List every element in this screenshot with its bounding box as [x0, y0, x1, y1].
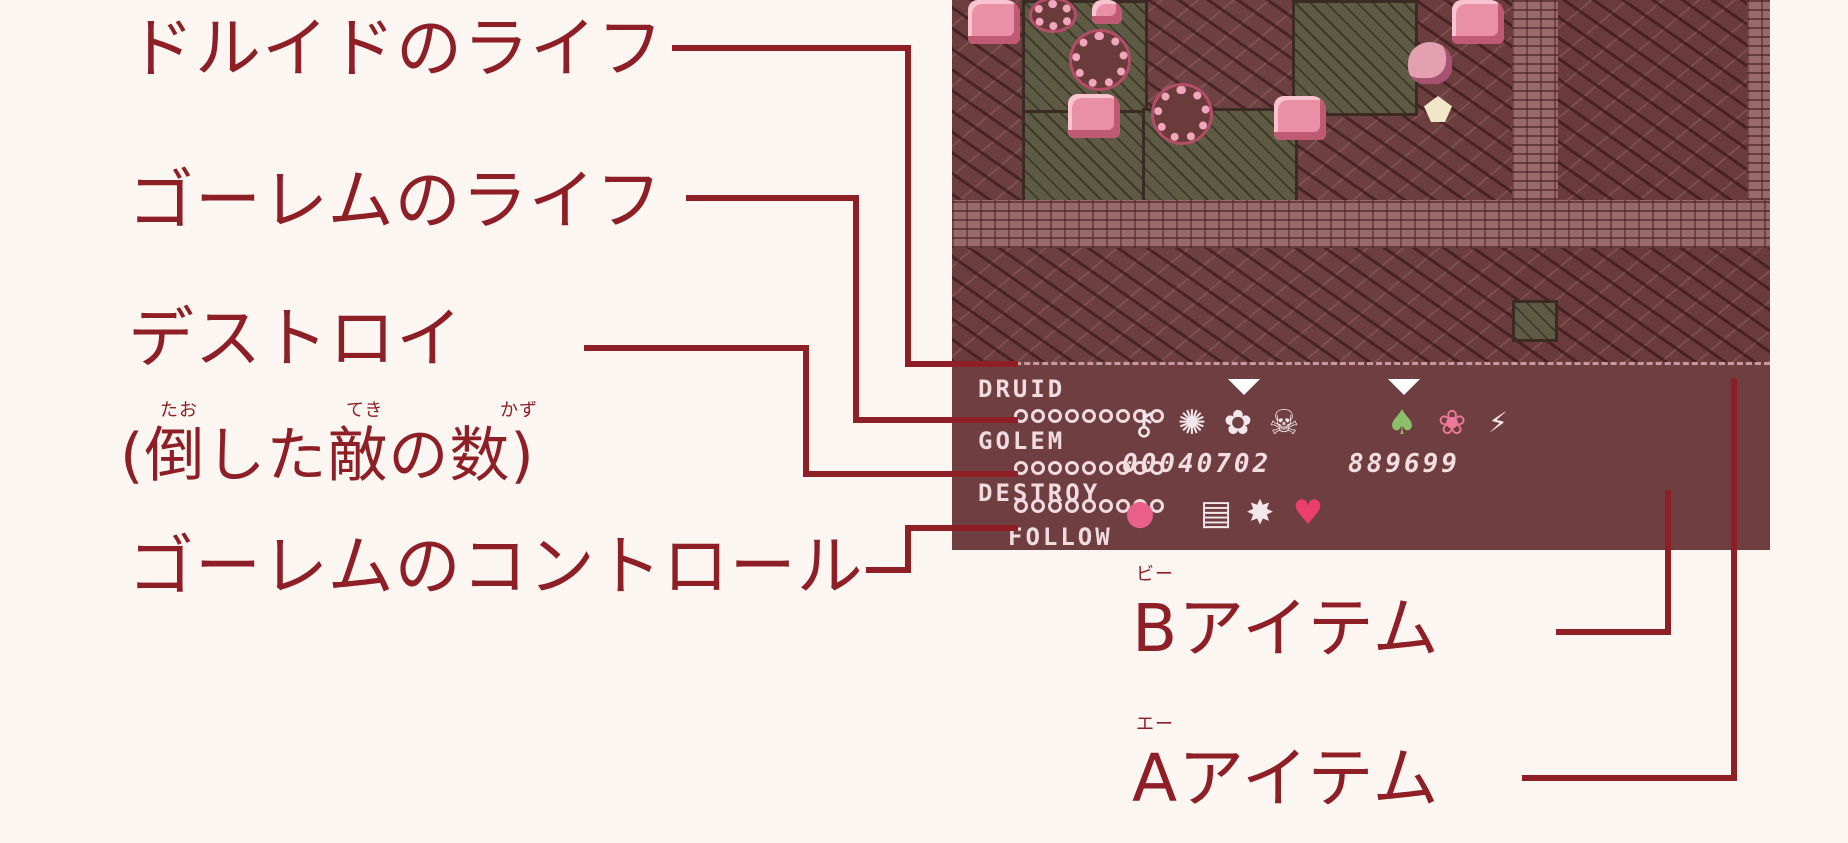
destroy-gauge: [1014, 499, 1164, 513]
gauge-segment: [1014, 461, 1028, 475]
gauge-segment: [1150, 409, 1164, 423]
gauge-segment: [1099, 409, 1113, 423]
gauge-segment: [1031, 499, 1045, 513]
druid-life-callout: ドルイドのライフ: [128, 10, 664, 87]
spark-icon: ✺: [1177, 403, 1207, 443]
gauge-segment: [1082, 409, 1096, 423]
stone-wall: [1747, 0, 1770, 200]
gauge-segment: [1133, 461, 1147, 475]
gauge-segment: [1082, 499, 1096, 513]
gauge-segment: [1150, 461, 1164, 475]
floor-tile: [1512, 300, 1558, 342]
gauge-segment: [1014, 409, 1028, 423]
hud-druid-label: DRUID: [978, 375, 1066, 403]
key-icon: ⚷: [1131, 403, 1157, 443]
hud-golem-label: GOLEM: [978, 427, 1066, 455]
ghost-icon: ✿: [1223, 403, 1253, 443]
pink-block: [1092, 0, 1122, 24]
pink-block: [1452, 0, 1504, 44]
heart-icon: ♥: [1292, 493, 1324, 533]
destroy-note-ruby-tao: たお: [160, 400, 198, 421]
potion-icon: ♠: [1386, 403, 1418, 443]
gauge-segment: [1116, 409, 1130, 423]
pink-block: [1068, 94, 1120, 138]
destroy-count: 00040702: [1122, 449, 1272, 479]
stone-wall: [952, 200, 1770, 248]
gauge-segment: [1133, 409, 1147, 423]
flame-icon: ❀: [1437, 403, 1467, 443]
stone-wall: [1512, 0, 1558, 200]
scroll-icon: ▤: [1199, 493, 1233, 533]
gauge-segment: [1031, 409, 1045, 423]
destroy-note-callout: (倒した敵の数): [120, 421, 535, 491]
gauge-segment: [1048, 499, 1062, 513]
playfield: [952, 0, 1770, 362]
a-item-ruby: エー: [1136, 714, 1174, 735]
golem-control-callout: ゴーレムのコントロール: [128, 528, 864, 605]
gauge-segment: [1048, 409, 1062, 423]
item-selector-a: [1228, 379, 1260, 395]
item-selector-b: [1388, 379, 1420, 395]
gauge-segment: [1014, 499, 1028, 513]
lightning-icon: ⚡: [1488, 406, 1508, 439]
gauge-segment: [1048, 461, 1062, 475]
gauge-segment: [1116, 461, 1130, 475]
gauge-segment: [1099, 461, 1113, 475]
gauge-segment: [1133, 499, 1147, 513]
hud-control-mode-label: FOLLOW: [1008, 523, 1113, 550]
item-count-display: 889699: [1348, 449, 1460, 479]
game-screen: DRUID GOLEM DESTROY FOLLOW ⚷ ✺ ✿ ☠ ♠ ❀ ⚡…: [952, 0, 1770, 550]
orb-icon: ●: [1125, 493, 1155, 533]
gauge-segment: [1116, 499, 1130, 513]
enemy-ring: [1072, 32, 1128, 88]
destroy-callout: デストロイ: [128, 300, 463, 377]
enemy-ring: [1032, 0, 1074, 30]
druid-sprite: [1408, 42, 1452, 84]
pink-block: [968, 0, 1020, 44]
gauge-segment: [1065, 461, 1079, 475]
pink-block: [1274, 96, 1326, 140]
skull-icon: ☠: [1268, 403, 1300, 443]
gauge-segment: [1031, 461, 1045, 475]
status-hud: DRUID GOLEM DESTROY FOLLOW ⚷ ✺ ✿ ☠ ♠ ❀ ⚡…: [952, 362, 1770, 550]
enemy-ring: [1154, 86, 1210, 142]
gauge-segment: [1082, 461, 1096, 475]
gauge-segment: [1099, 499, 1113, 513]
destroy-note-ruby-kazu: かず: [500, 400, 538, 421]
b-item-ruby: ビー: [1136, 564, 1174, 585]
destroy-note-ruby-teki: てき: [346, 400, 384, 421]
web-icon: ✸: [1245, 493, 1275, 533]
gauge-segment: [1065, 409, 1079, 423]
golem-life-bar: [1014, 461, 1164, 475]
b-item-callout: Bアイテム: [1132, 590, 1440, 667]
golem-sprite: [1424, 96, 1452, 122]
gauge-segment: [1150, 499, 1164, 513]
a-item-callout: Aアイテム: [1132, 740, 1440, 817]
golem-life-callout: ゴーレムのライフ: [128, 162, 663, 239]
gauge-segment: [1065, 499, 1079, 513]
